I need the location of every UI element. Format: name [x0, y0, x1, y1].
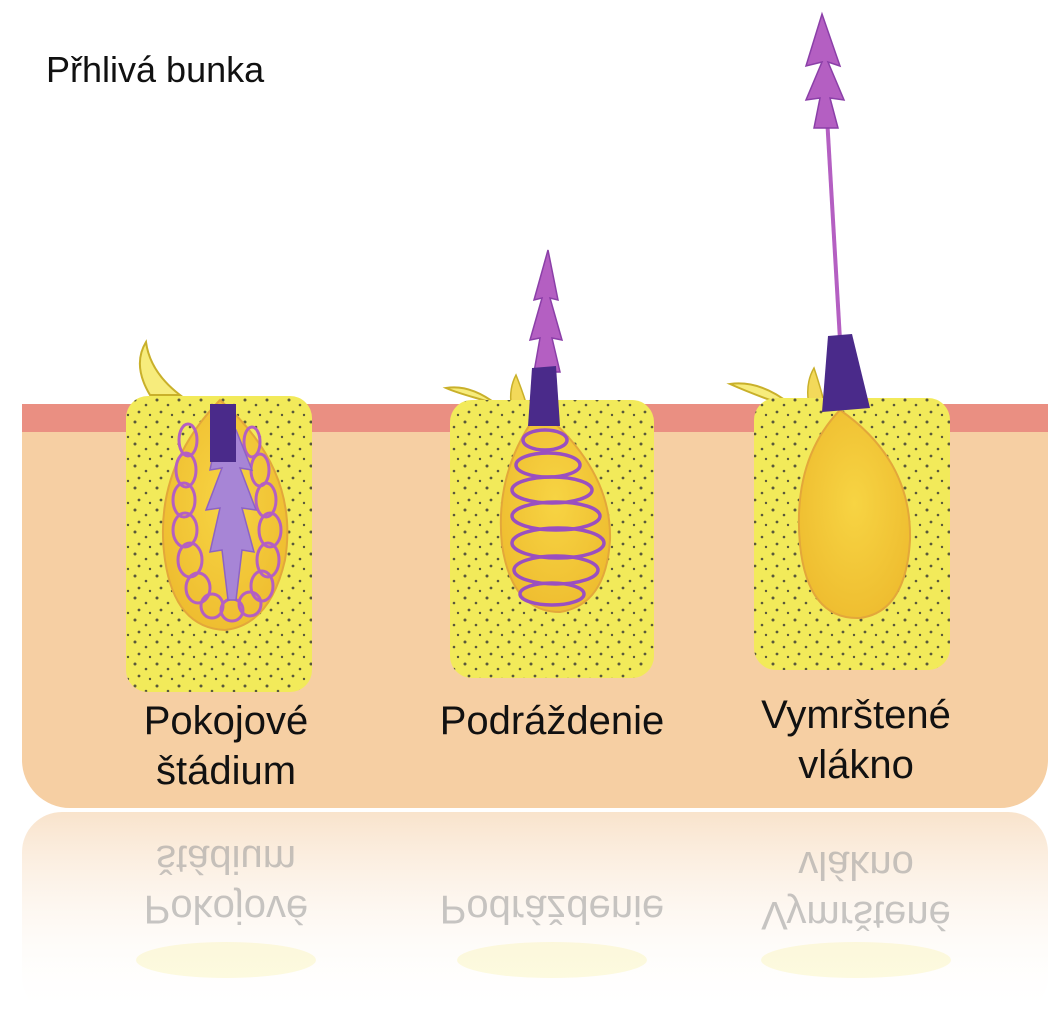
stage-3-label-line1: Vymrštené [761, 693, 951, 737]
reflection-stage-1-line2: štádium [156, 837, 296, 881]
stage-1-label-line1: Pokojové [144, 699, 309, 743]
stage-1-label-line2: štádium [156, 749, 296, 793]
diagram-title: Přhlivá bunka [46, 49, 265, 90]
reflection-stage-2-line1: Podráždenie [440, 887, 665, 931]
operculum-1 [210, 404, 236, 462]
reflection: štádium Pokojové Podráždenie vlákno Vymr… [22, 812, 1048, 1017]
reflection-stage-3-line1: Vymrštené [761, 893, 951, 937]
reflection-stage-1-line1: Pokojové [144, 887, 309, 931]
stage-3-label-line2: vlákno [798, 743, 914, 787]
operculum-2 [528, 366, 560, 426]
stage-2-label-line1: Podráždenie [440, 699, 665, 743]
reflection-stage-3-line2: vlákno [798, 843, 914, 887]
